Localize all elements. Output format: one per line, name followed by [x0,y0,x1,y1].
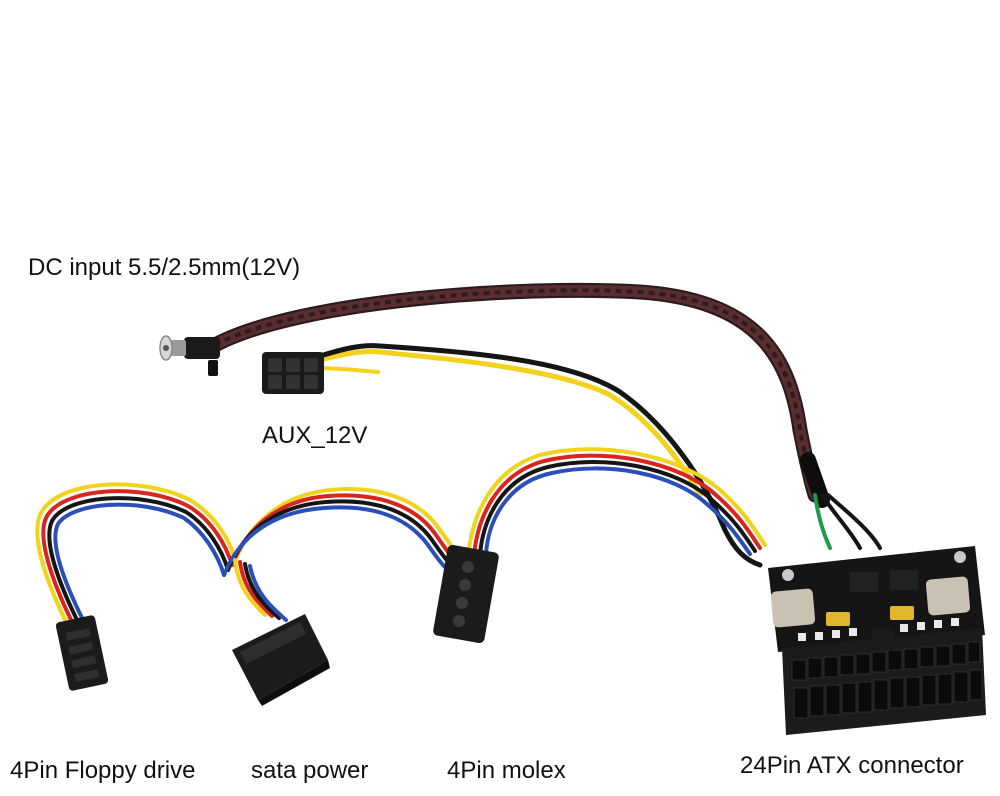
atx-connector-label: 24Pin ATX connector [740,752,964,779]
dc-jack [159,335,220,376]
dc-input-label: DC input 5.5/2.5mm(12V) [28,254,301,281]
sata-power-label: sata power [251,757,369,784]
molex-label: 4Pin molex [447,757,566,784]
sata-connector [232,614,330,706]
aux-12v-connector [262,352,324,394]
braided-dc-cable [207,282,830,508]
floppy-drive-label: 4Pin Floppy drive [10,757,196,784]
peripheral-harness [35,447,767,632]
board-lead-wires [813,493,882,550]
aux-12v-label: AUX_12V [262,422,368,449]
floppy-connector [55,615,109,691]
picopsu-board [768,546,986,735]
molex-connector [433,544,499,644]
